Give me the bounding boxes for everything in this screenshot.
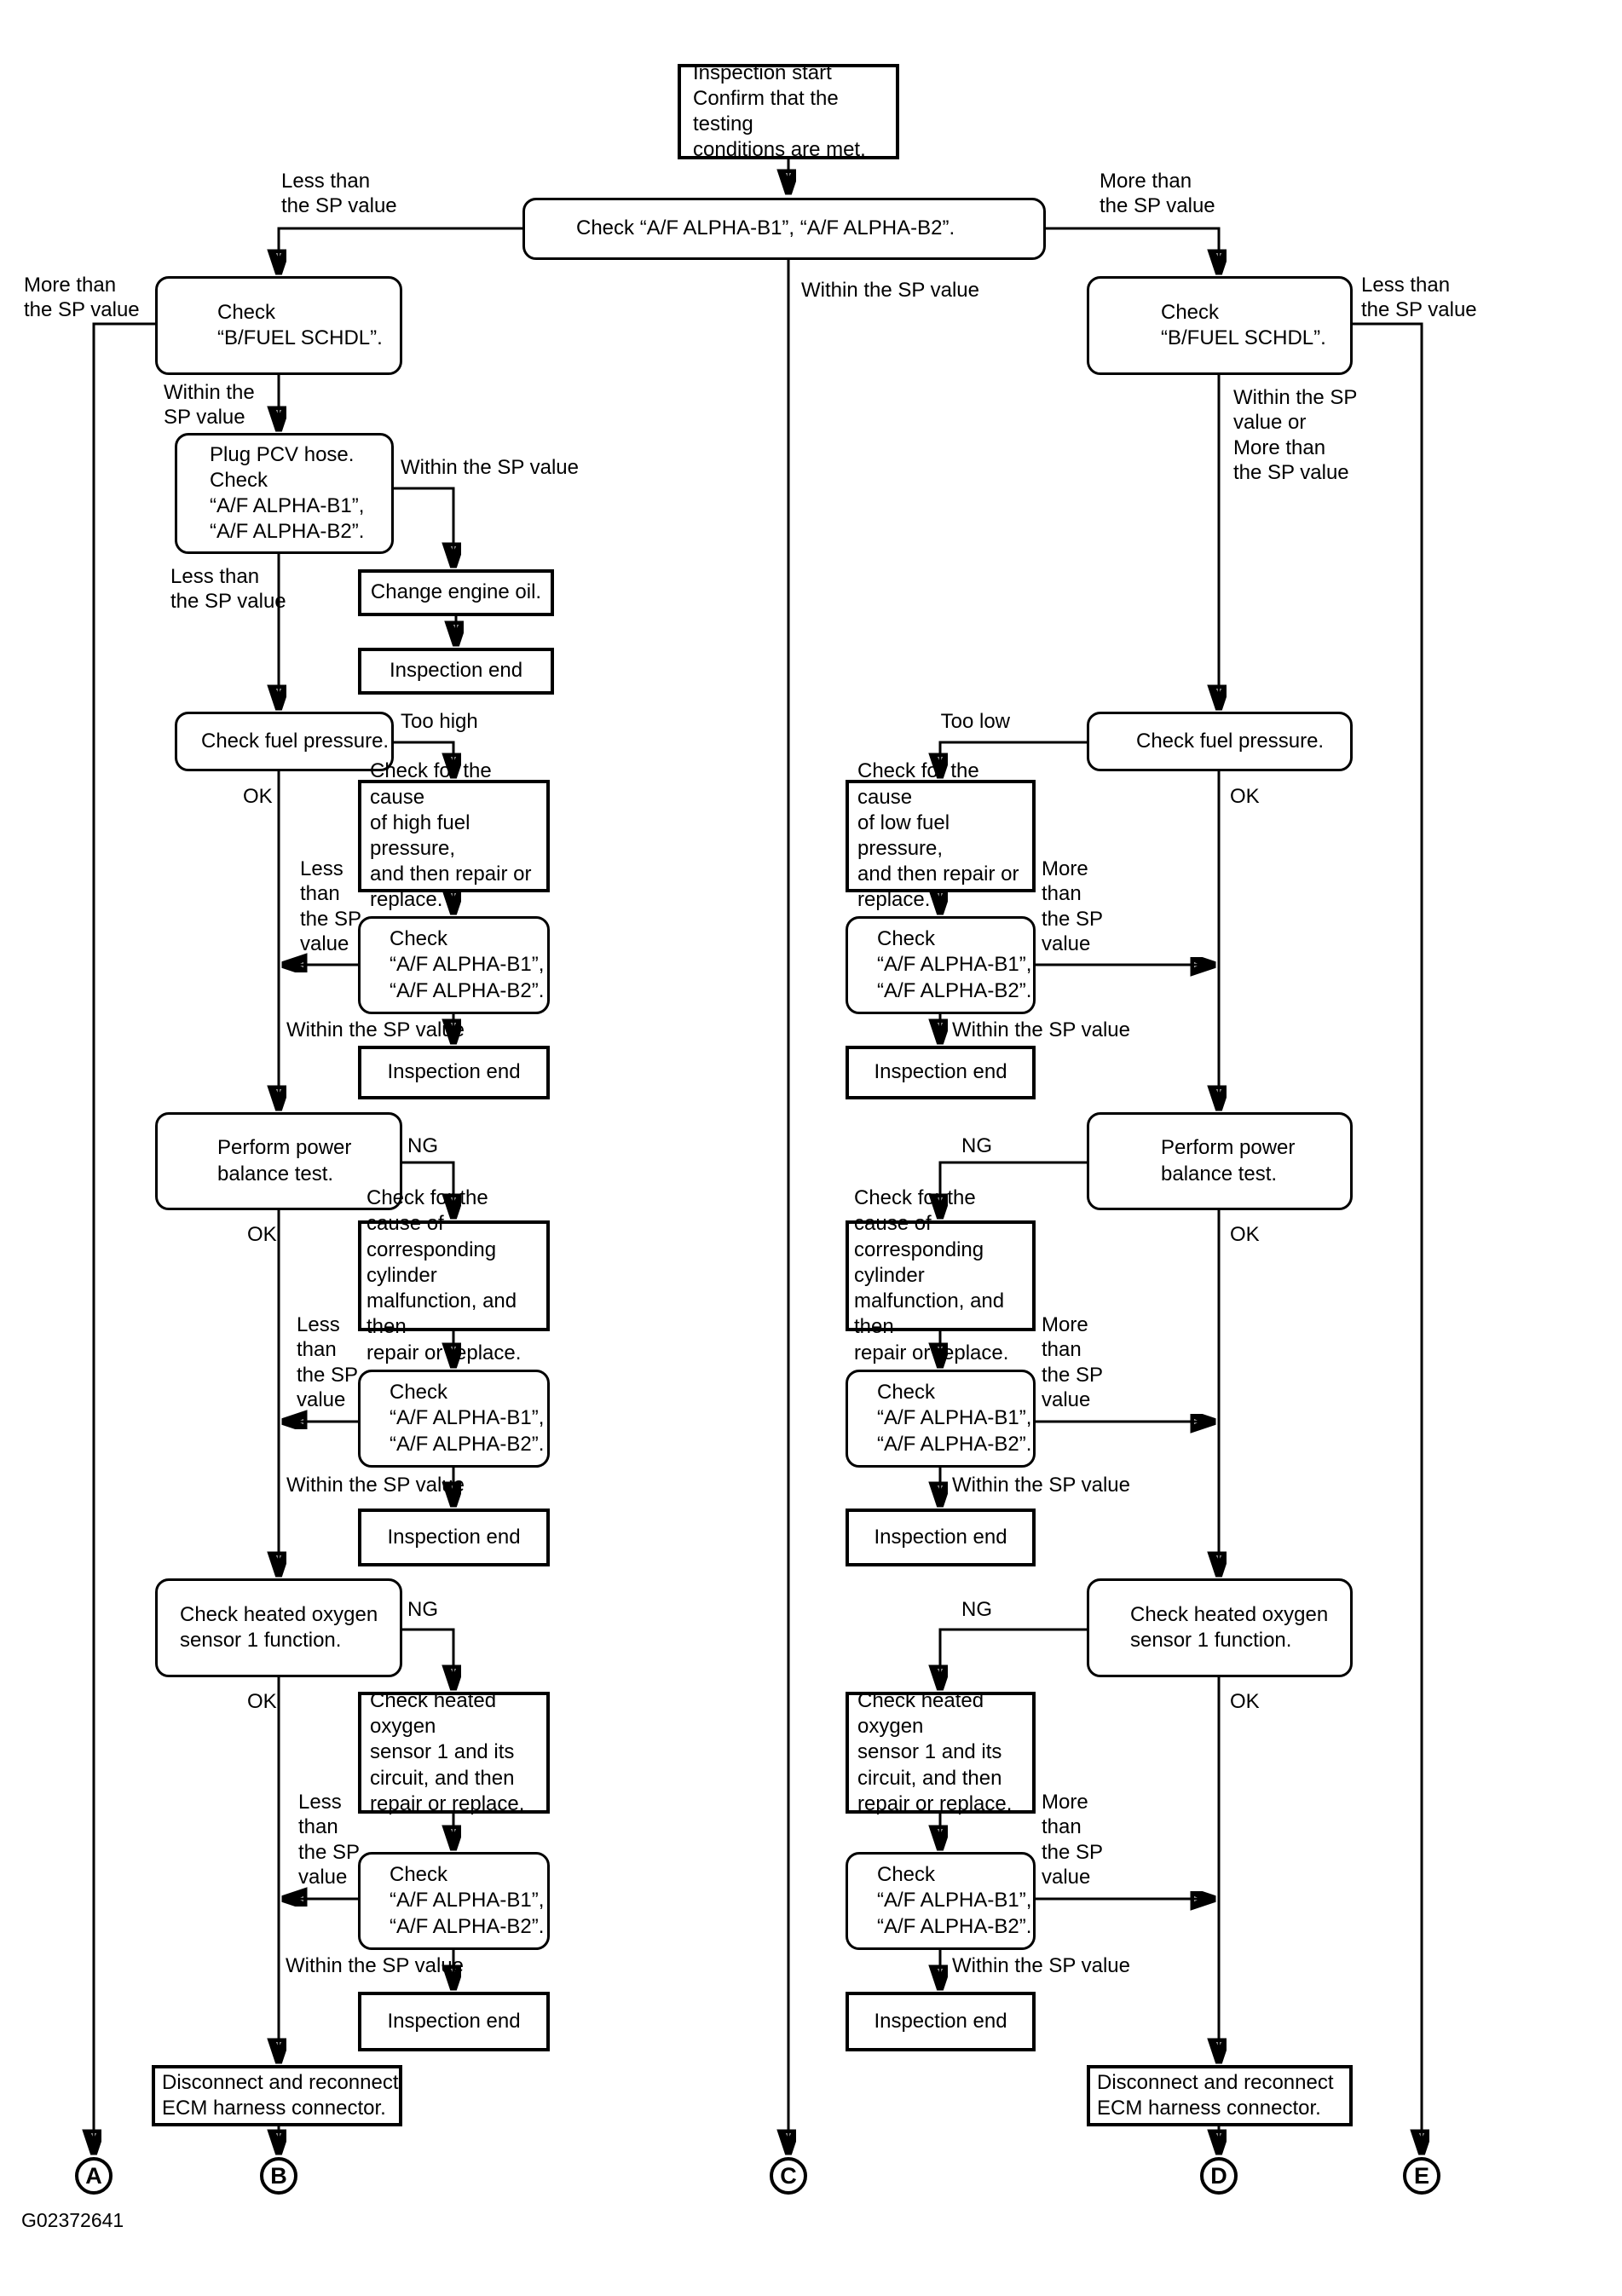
edge-label-more-than-row3-right: More than the SP value: [1042, 1313, 1104, 1411]
node-left-check-ho2s: Check heated oxygen sensor 1 function.: [155, 1578, 402, 1677]
node-cause-ho2s-left: Check heated oxygen sensor 1 and its cir…: [358, 1689, 550, 1815]
node-cause-high-fuel-pressure: Check for the cause of high fuel pressur…: [358, 759, 550, 911]
edge-label-less-than-top-left: Less than the SP value: [281, 170, 397, 218]
edge-label-more-than-row4-right: More than the SP value: [1042, 1791, 1104, 1889]
edge-label-less-than-row4-left: Less than the SP value: [298, 1791, 361, 1889]
edge-label-ng-left-ho2s: NG: [407, 1598, 438, 1621]
edge-label-ok-left-power: OK: [247, 1223, 277, 1246]
node-inspection-end-2-left: Inspection end: [358, 1046, 550, 1099]
node-left-check-af-4: Check “A/F ALPHA-B1”, “A/F ALPHA-B2”.: [358, 1852, 550, 1950]
edge-label-ok-right-ho2s: OK: [1230, 1690, 1260, 1713]
node-change-engine-oil: Change engine oil.: [358, 569, 554, 616]
edge-label-within-center: Within the SP value: [801, 279, 980, 302]
edge-label-more-than-far-left: More than the SP value: [24, 274, 140, 322]
node-left-check-fuel-pressure: Check fuel pressure.: [175, 712, 394, 771]
node-inspection-end-3-left: Inspection end: [358, 1509, 550, 1566]
edge-label-ng-right-ho2s: NG: [961, 1598, 992, 1621]
edge-label-ng-left-power: NG: [407, 1134, 438, 1157]
edge-label-more-than-top-right: More than the SP value: [1100, 170, 1215, 218]
node-cause-cylinder-right: Check for the cause of corresponding cyl…: [846, 1186, 1036, 1364]
figure-id: G02372641: [21, 2209, 124, 2231]
edge-label-ng-right-power: NG: [961, 1134, 992, 1157]
node-cause-low-fuel-pressure: Check for the cause of low fuel pressure…: [846, 759, 1036, 911]
edge-label-within-row2-right: Within the SP value: [952, 1018, 1131, 1041]
node-right-power-balance: Perform power balance test.: [1087, 1112, 1353, 1210]
node-inspection-end-1: Inspection end: [358, 648, 554, 695]
connector-a: A: [75, 2157, 113, 2195]
node-cause-ho2s-right: Check heated oxygen sensor 1 and its cir…: [846, 1689, 1036, 1815]
edge-label-ok-left-ho2s: OK: [247, 1690, 277, 1713]
node-left-check-af-3: Check “A/F ALPHA-B1”, “A/F ALPHA-B2”.: [358, 1370, 550, 1468]
edge-label-too-high: Too high: [401, 710, 478, 733]
edge-label-within-row4-left: Within the SP value: [286, 1954, 465, 1977]
node-left-check-af-2: Check “A/F ALPHA-B1”, “A/F ALPHA-B2”.: [358, 916, 550, 1014]
edge-label-less-than-far-right: Less than the SP value: [1361, 274, 1477, 322]
connector-d: D: [1200, 2157, 1238, 2195]
node-disconnect-ecm-right: Disconnect and reconnect ECM harness con…: [1087, 2065, 1353, 2126]
edge-label-within-row2-left: Within the SP value: [286, 1018, 465, 1041]
edge-label-within-row4-right: Within the SP value: [952, 1954, 1131, 1977]
node-left-plug-pcv: Plug PCV hose. Check “A/F ALPHA-B1”, “A/…: [175, 433, 394, 554]
node-left-check-bfuel: Check “B/FUEL SCHDL”.: [155, 276, 402, 375]
edge-label-more-than-row2-right: More than the SP value: [1042, 857, 1104, 955]
node-right-check-af-4: Check “A/F ALPHA-B1”, “A/F ALPHA-B2”.: [846, 1852, 1036, 1950]
connector-b: B: [260, 2157, 297, 2195]
edge-label-within-plug-pcv: Within the SP value: [401, 456, 580, 479]
edge-label-ok-left-fuel: OK: [243, 785, 273, 808]
node-right-check-bfuel: Check “B/FUEL SCHDL”.: [1087, 276, 1353, 375]
node-left-power-balance: Perform power balance test.: [155, 1112, 402, 1210]
node-inspection-end-2-right: Inspection end: [846, 1046, 1036, 1099]
connector-e: E: [1403, 2157, 1440, 2195]
edge-label-within-row3-left: Within the SP value: [286, 1474, 465, 1497]
connector-c: C: [770, 2157, 807, 2195]
edge-label-less-than-plug-pcv: Less than the SP value: [170, 565, 286, 614]
node-right-check-af-3: Check “A/F ALPHA-B1”, “A/F ALPHA-B2”.: [846, 1370, 1036, 1468]
node-right-check-ho2s: Check heated oxygen sensor 1 function.: [1087, 1578, 1353, 1677]
node-right-check-fuel-pressure: Check fuel pressure.: [1087, 712, 1353, 771]
node-inspection-end-3-right: Inspection end: [846, 1509, 1036, 1566]
node-check-af-top: Check “A/F ALPHA-B1”, “A/F ALPHA-B2”.: [522, 198, 1046, 260]
node-disconnect-ecm-left: Disconnect and reconnect ECM harness con…: [152, 2065, 402, 2126]
edge-label-within-row3-right: Within the SP value: [952, 1474, 1131, 1497]
node-inspection-end-4-left: Inspection end: [358, 1992, 550, 2051]
edge-label-within-or-more-right: Within the SP value or More than the SP …: [1233, 386, 1358, 484]
node-right-check-af-2: Check “A/F ALPHA-B1”, “A/F ALPHA-B2”.: [846, 916, 1036, 1014]
edge-label-ok-right-power: OK: [1230, 1223, 1260, 1246]
edge-label-too-low: Too low: [940, 710, 1010, 733]
edge-label-ok-right-fuel: OK: [1230, 785, 1260, 808]
node-cause-cylinder-left: Check for the cause of corresponding cyl…: [358, 1186, 550, 1364]
node-inspection-start: Inspection start Confirm that the testin…: [678, 61, 899, 161]
node-inspection-end-4-right: Inspection end: [846, 1992, 1036, 2051]
edge-label-within-left-bfuel: Within the SP value: [164, 381, 255, 430]
edge-label-less-than-row2-left: Less than the SP value: [300, 857, 362, 955]
edge-label-less-than-row3-left: Less than the SP value: [297, 1313, 359, 1411]
